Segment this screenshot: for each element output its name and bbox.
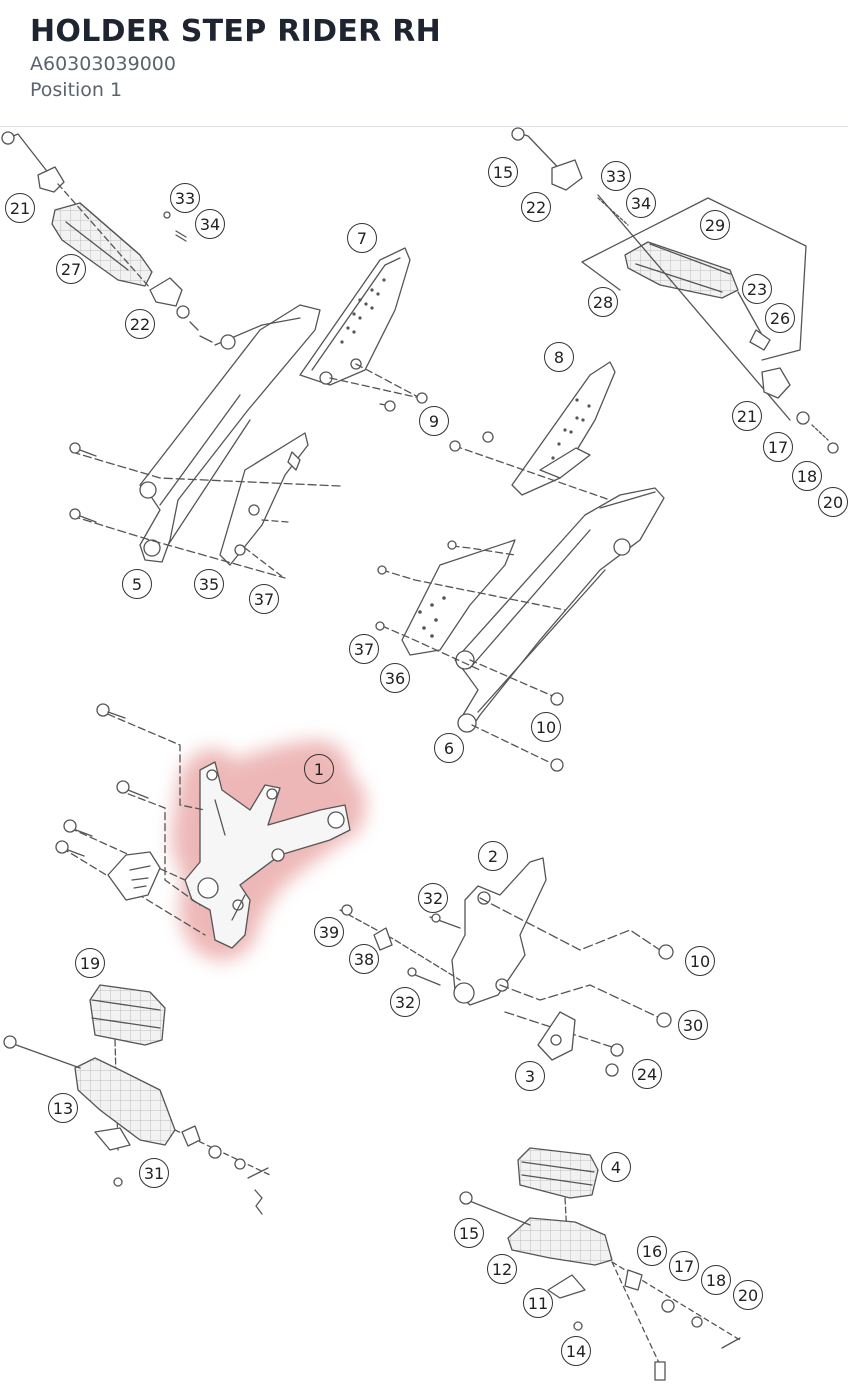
callout-17[interactable]: 17 [669, 1251, 699, 1281]
callout-36[interactable]: 36 [380, 663, 410, 693]
callout-29[interactable]: 29 [700, 210, 730, 240]
callout-15[interactable]: 15 [454, 1218, 484, 1248]
part-header: HOLDER STEP RIDER RH A60303039000 Positi… [0, 0, 848, 127]
callout-3[interactable]: 3 [515, 1061, 545, 1091]
callout-22[interactable]: 22 [521, 192, 551, 222]
callout-2[interactable]: 2 [478, 841, 508, 871]
callout-34[interactable]: 34 [626, 188, 656, 218]
callout-10[interactable]: 10 [531, 712, 561, 742]
callout-30[interactable]: 30 [678, 1010, 708, 1040]
footpeg-pad-19 [89, 984, 166, 1046]
callout-11[interactable]: 11 [523, 1288, 553, 1318]
callout-32[interactable]: 32 [418, 883, 448, 913]
exploded-parts-diagram: 21 27 33 34 22 7 15 22 33 34 29 23 26 28… [0, 127, 848, 1390]
footpeg-12 [507, 1217, 613, 1266]
callout-37[interactable]: 37 [249, 584, 279, 614]
clip-22-left-bottom [149, 277, 183, 307]
callout-19[interactable]: 19 [75, 948, 105, 978]
callout-21[interactable]: 21 [5, 193, 35, 223]
callout-31[interactable]: 31 [139, 1158, 169, 1188]
callout-20[interactable]: 20 [818, 487, 848, 517]
callout-37[interactable]: 37 [349, 634, 379, 664]
callout-32[interactable]: 32 [390, 987, 420, 1017]
bearing-housing [107, 851, 161, 901]
callout-26[interactable]: 26 [765, 303, 795, 333]
callout-4[interactable]: 4 [601, 1152, 631, 1182]
part-number: A60303039000 [30, 53, 176, 75]
footpeg-13 [74, 1057, 176, 1146]
holder-1 [184, 761, 351, 949]
callout-1[interactable]: 1 [304, 754, 334, 784]
callout-20[interactable]: 20 [733, 1280, 763, 1310]
assembly-box [581, 197, 807, 361]
callout-18[interactable]: 18 [792, 461, 822, 491]
diagram-drawing [1, 127, 839, 1381]
callout-23[interactable]: 23 [742, 274, 772, 304]
callout-15[interactable]: 15 [488, 157, 518, 187]
clip-22-left-top [37, 166, 65, 193]
callout-35[interactable]: 35 [194, 569, 224, 599]
plate-35 [219, 432, 309, 566]
part-position: Position 1 [30, 79, 123, 101]
bracket-2 [451, 857, 547, 1006]
callout-24[interactable]: 24 [632, 1059, 662, 1089]
callout-33[interactable]: 33 [601, 161, 631, 191]
callout-13[interactable]: 13 [48, 1093, 78, 1123]
footpeg-29 [624, 241, 739, 299]
callout-28[interactable]: 28 [588, 287, 618, 317]
callout-12[interactable]: 12 [487, 1254, 517, 1284]
callout-6[interactable]: 6 [434, 733, 464, 763]
callout-21[interactable]: 21 [732, 401, 762, 431]
heel-plate-8 [511, 361, 616, 496]
part-title: HOLDER STEP RIDER RH [30, 14, 442, 49]
callout-9[interactable]: 9 [419, 406, 449, 436]
callout-17[interactable]: 17 [763, 432, 793, 462]
callout-27[interactable]: 27 [56, 254, 86, 284]
callout-39[interactable]: 39 [314, 917, 344, 947]
plate-36 [401, 539, 516, 656]
callout-7[interactable]: 7 [347, 223, 377, 253]
callout-8[interactable]: 8 [544, 342, 574, 372]
callout-38[interactable]: 38 [349, 944, 379, 974]
callout-34[interactable]: 34 [195, 209, 225, 239]
clip-21-right [761, 367, 791, 399]
callout-18[interactable]: 18 [701, 1265, 731, 1295]
bracket-5 [139, 304, 321, 563]
footpeg-pad-4 [517, 1147, 599, 1199]
callout-16[interactable]: 16 [637, 1236, 667, 1266]
callout-14[interactable]: 14 [561, 1336, 591, 1366]
heel-plate-7 [299, 247, 411, 386]
callout-33[interactable]: 33 [170, 183, 200, 213]
callout-10[interactable]: 10 [685, 946, 715, 976]
callout-22[interactable]: 22 [125, 309, 155, 339]
callout-5[interactable]: 5 [122, 569, 152, 599]
lever-31 [94, 1127, 131, 1151]
